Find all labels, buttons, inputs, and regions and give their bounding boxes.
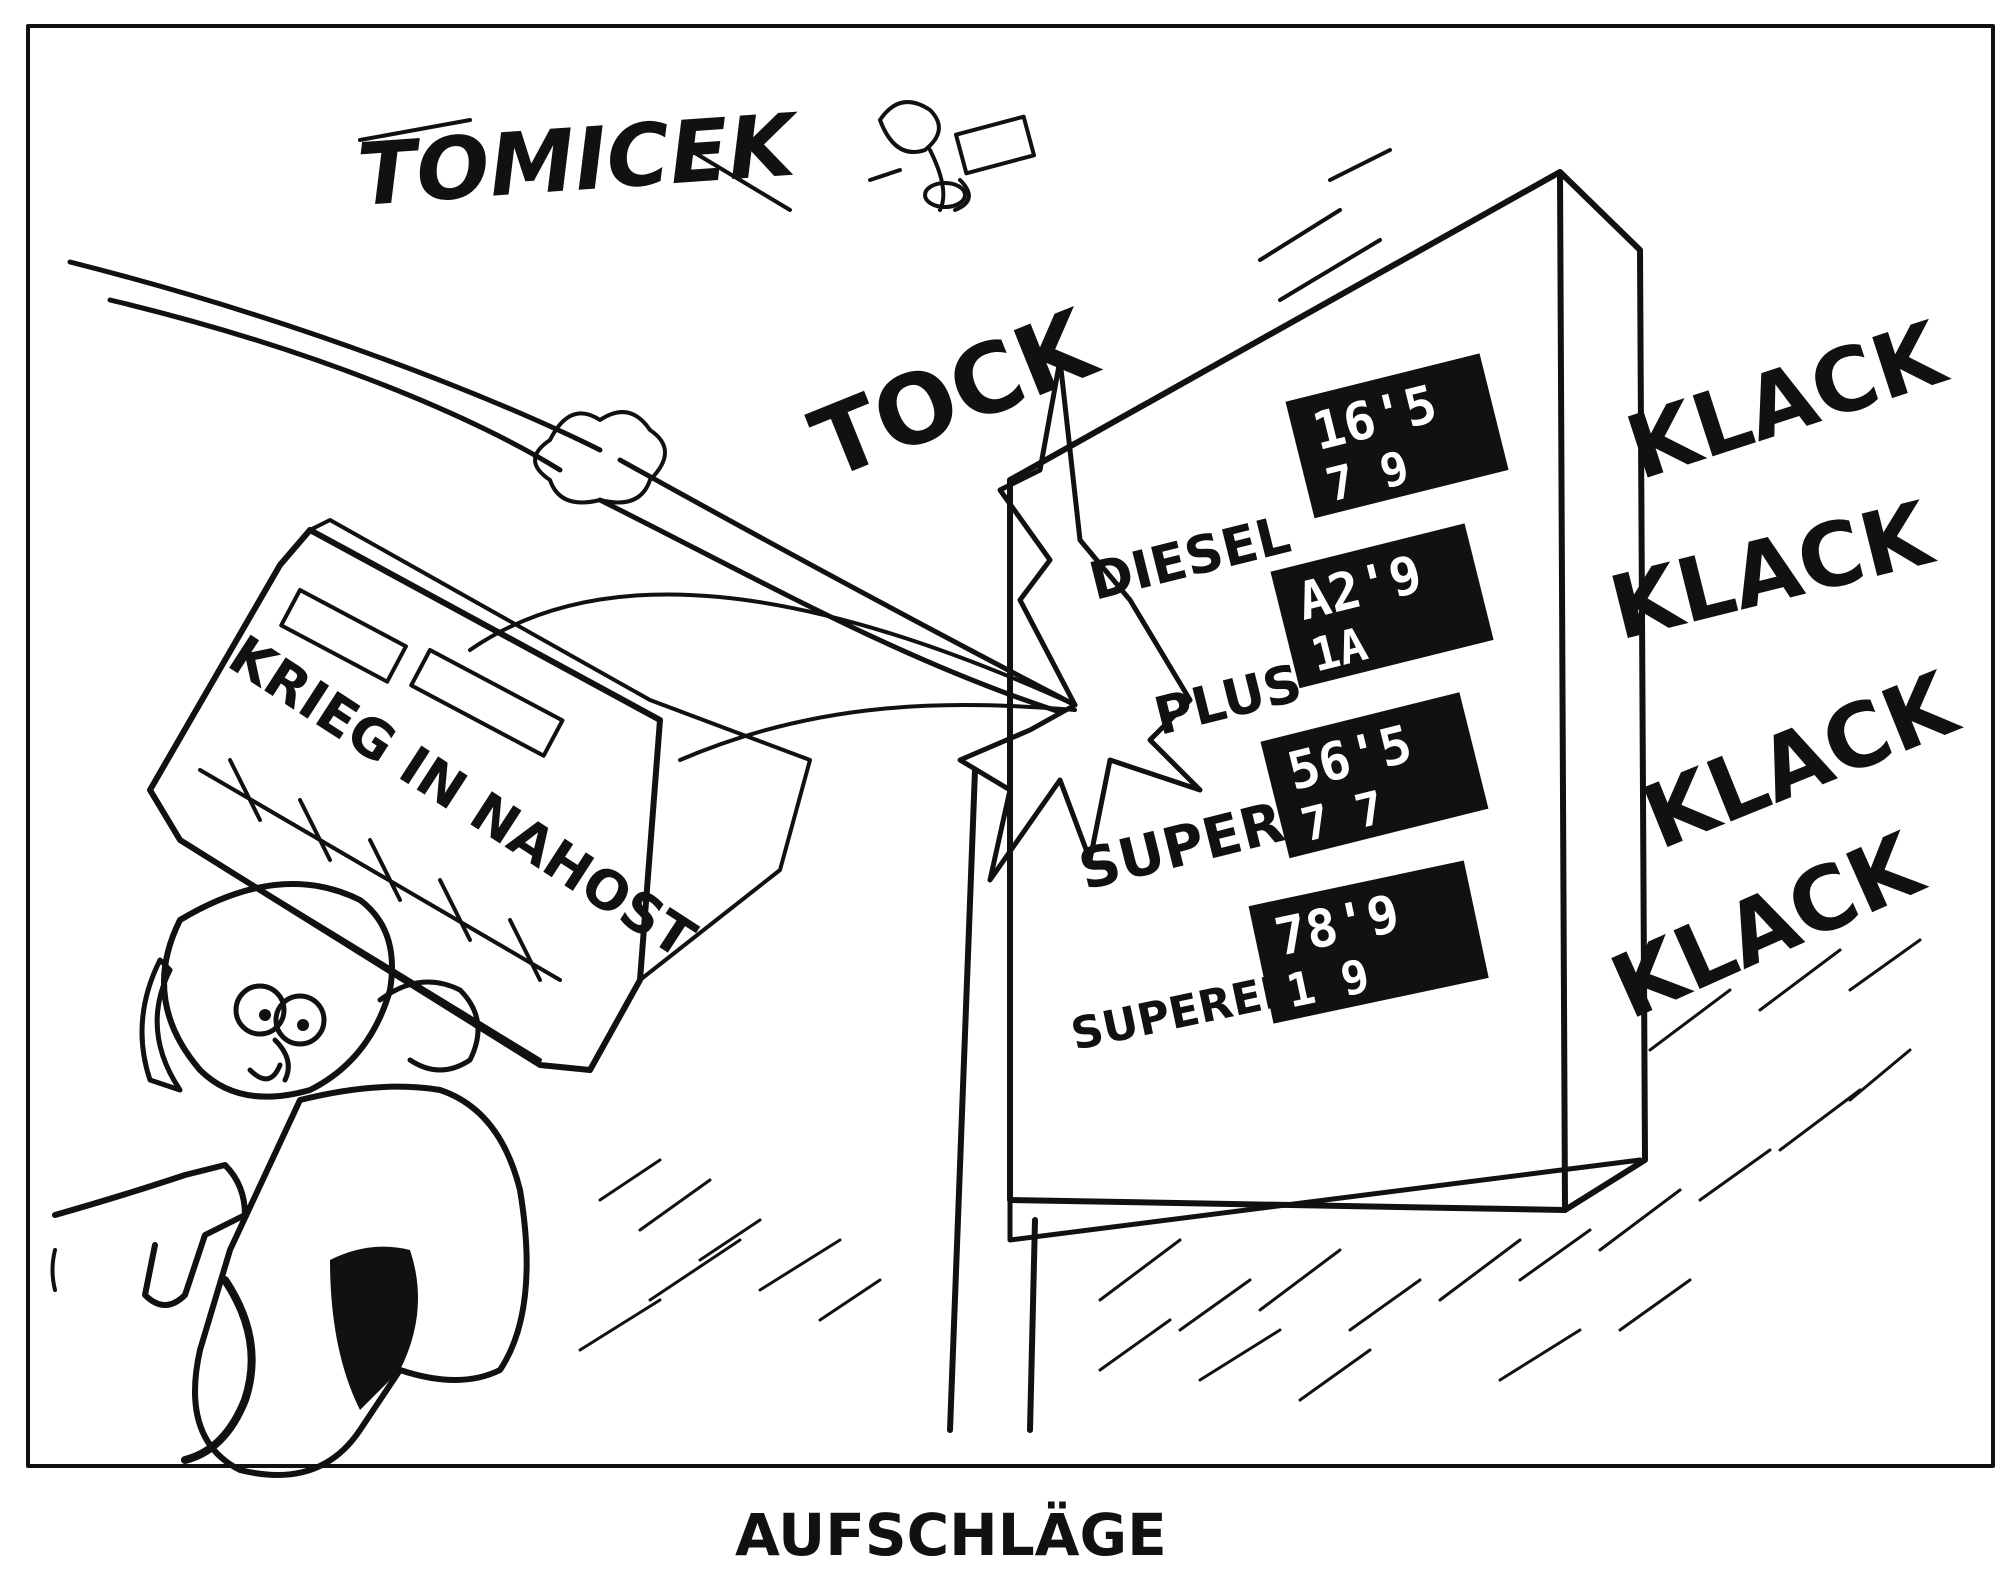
sound-klack-3: KLACK — [1629, 651, 1972, 869]
sound-klack-2: KLACK — [1600, 481, 1943, 660]
artist-signature: TOMICEK — [354, 95, 803, 226]
sound-tock: TOCK — [797, 287, 1113, 502]
price-display-supere10: 78'9 1 9 — [1248, 860, 1489, 1024]
signature-text: TOMICEK — [354, 95, 803, 226]
ground-hatching — [578, 938, 1922, 1402]
newspaper-headline: KRIEG IN NAHOST — [218, 623, 707, 971]
impact-burst — [957, 357, 1203, 883]
price-display-super: 56'5 7 7 — [1260, 692, 1489, 859]
price-display-plus: A2'9 1A — [1270, 523, 1494, 689]
price-label-super: SUPER — [1073, 790, 1291, 903]
cartoon-frame — [26, 24, 1995, 1468]
attendant-character — [50, 881, 530, 1478]
sound-klack-group: KLACK KLACK KLACK KLACK — [1597, 301, 1972, 1040]
sound-klack-1: KLACK — [1615, 301, 1959, 500]
price-display-diesel: 16'5 7 9 — [1285, 353, 1509, 519]
price-digits-plus-bottom: 1A — [1306, 617, 1373, 683]
motion-trail — [67, 259, 1078, 762]
cartoon-caption: AUFSCHLÄGE — [735, 1500, 1167, 1569]
price-label-diesel: DIESEL — [1084, 505, 1297, 613]
fly-character-icon — [868, 100, 1036, 212]
